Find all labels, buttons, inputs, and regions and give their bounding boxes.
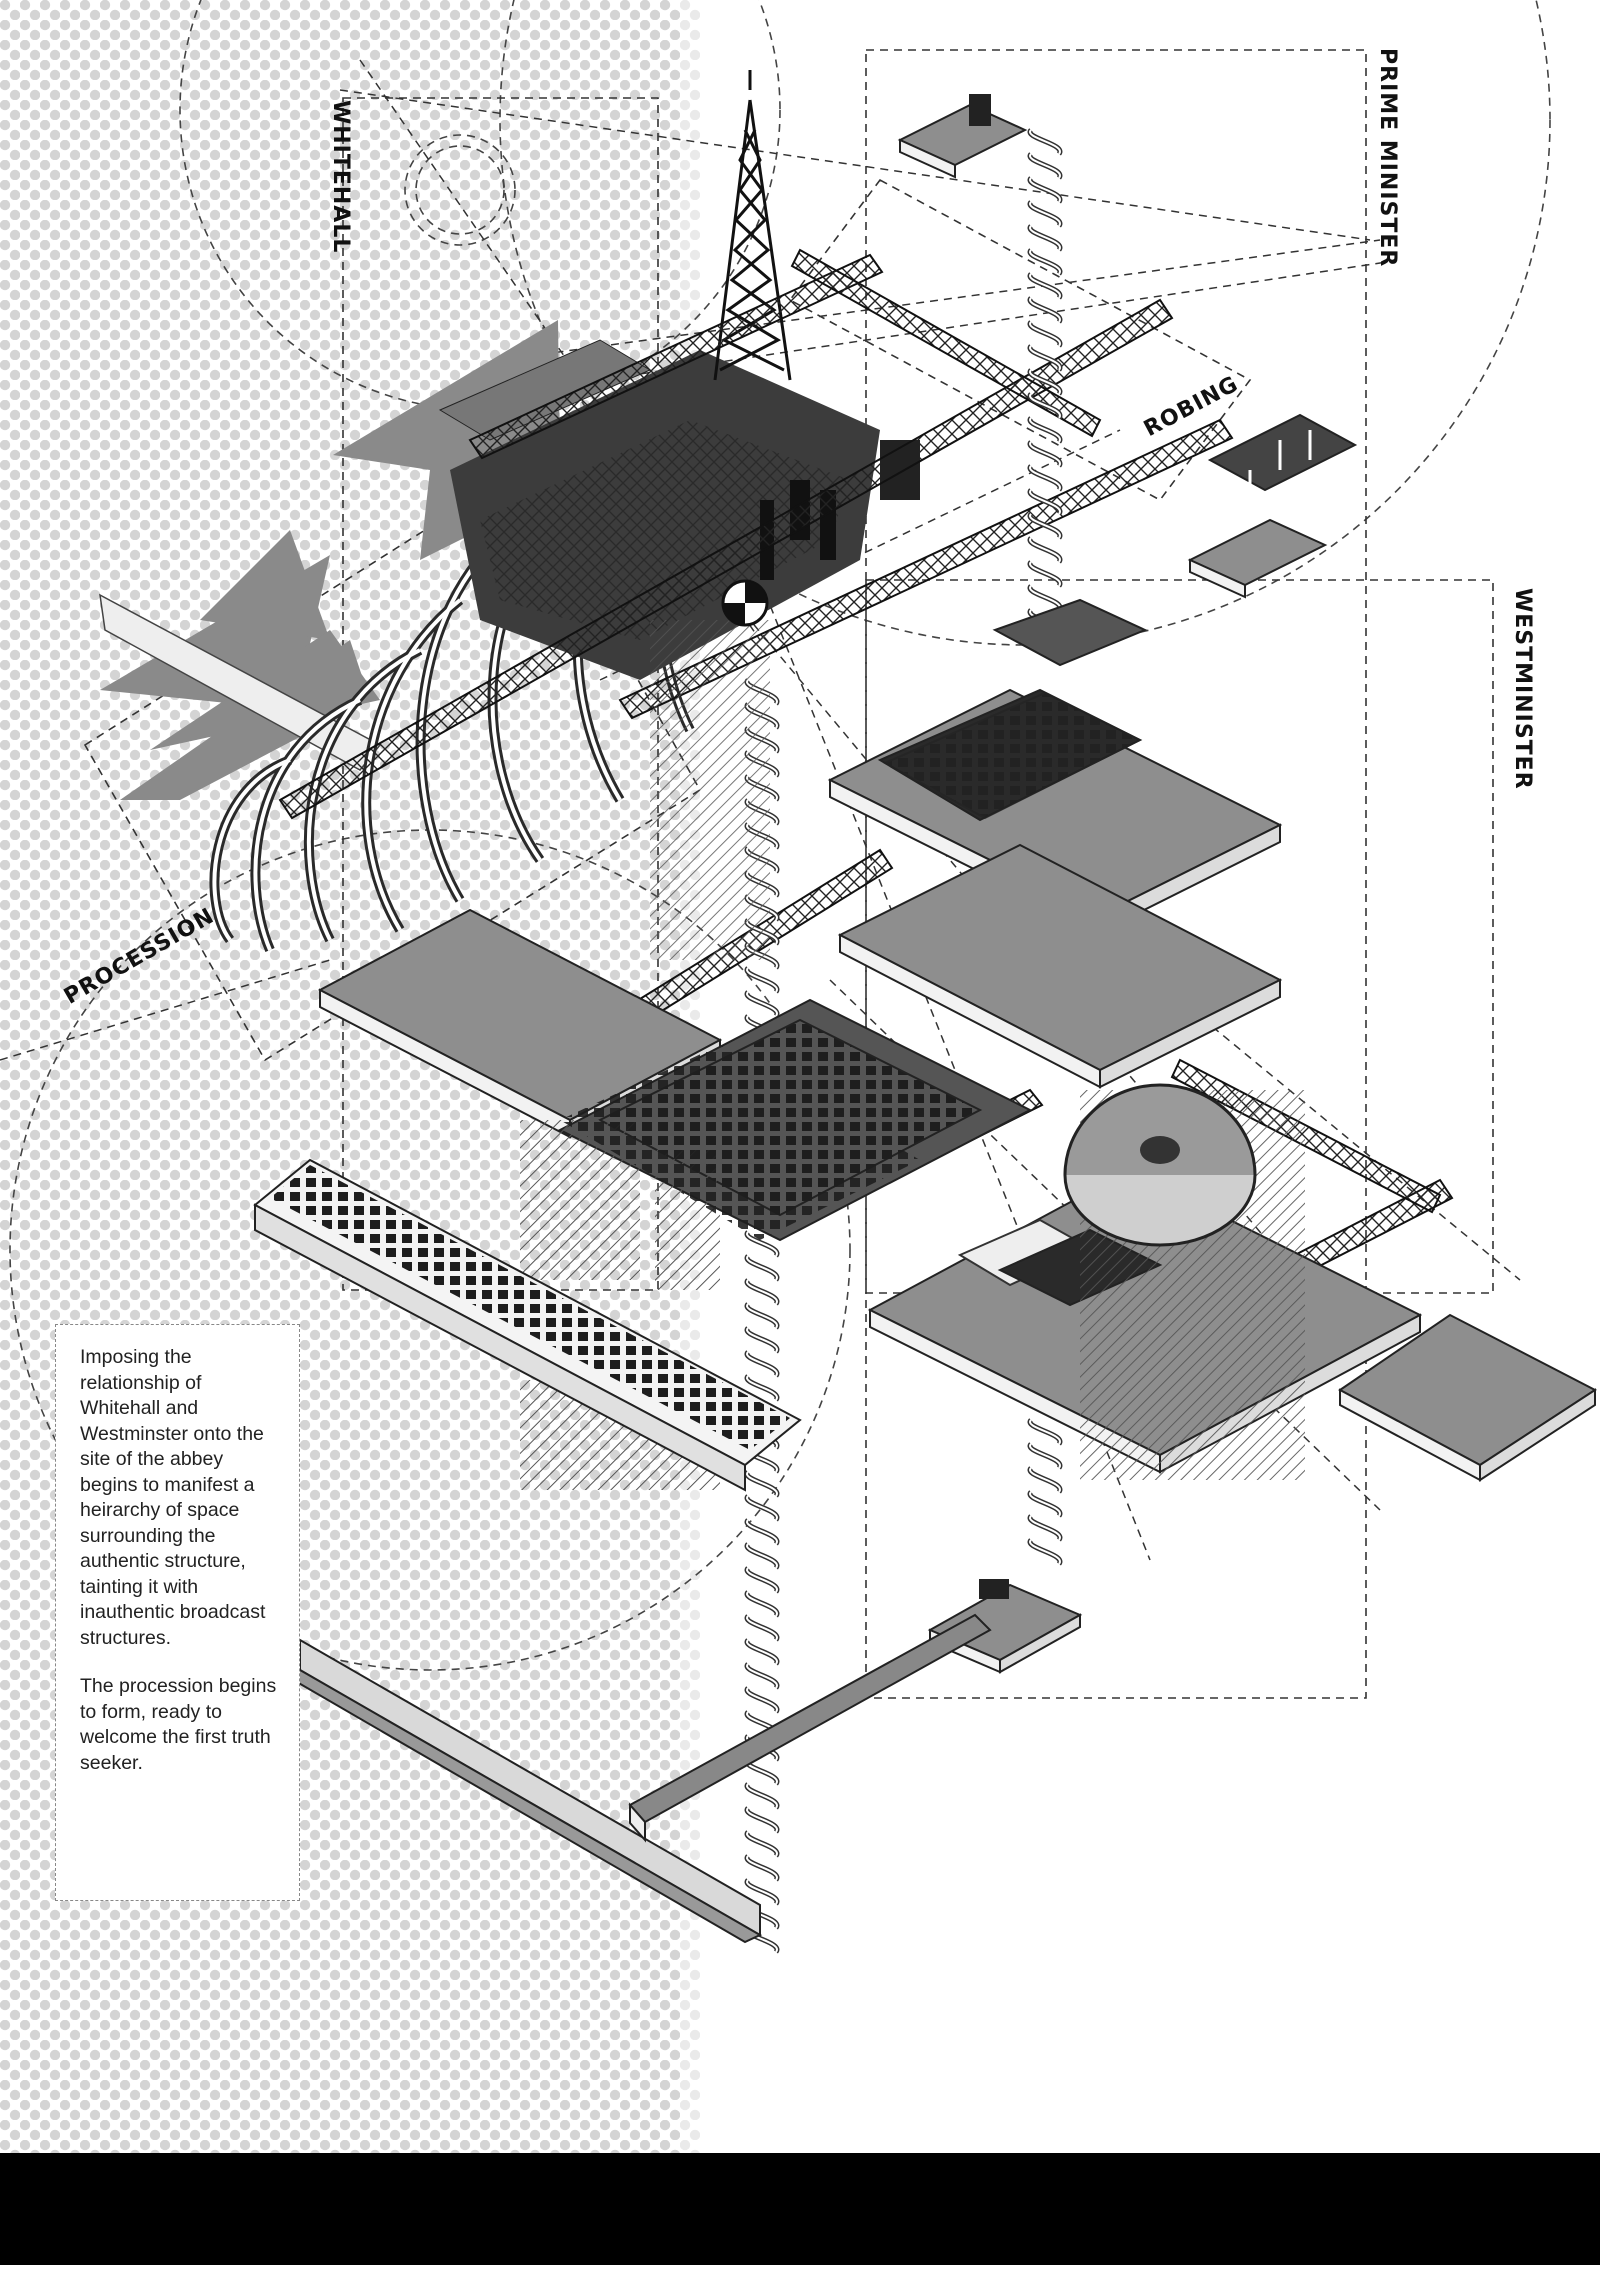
robing-figures [1218, 430, 1312, 500]
whitehall-label: WHITEHALL [328, 100, 353, 254]
ground-beams [288, 1613, 992, 1944]
dome-structure [1063, 1083, 1257, 1247]
grandstand [253, 1045, 920, 1492]
robing-zone [788, 178, 1252, 502]
abbey-core [438, 339, 920, 680]
section-marker [721, 579, 769, 627]
westminister-label: WESTMINISTER [1510, 588, 1535, 790]
caption-box: Imposing the relationship of Whitehall a… [55, 1324, 300, 1901]
prime-minister-label: PRIME MINISTER [1375, 48, 1400, 268]
procession-zone [83, 468, 702, 1062]
bottom-black-band [0, 2153, 1600, 2265]
caption-paragraph-1: Imposing the relationship of Whitehall a… [80, 1346, 266, 1649]
broadcast-tower [713, 70, 792, 381]
caption-paragraph-2: The procession begins to form, ready to … [80, 1675, 277, 1774]
